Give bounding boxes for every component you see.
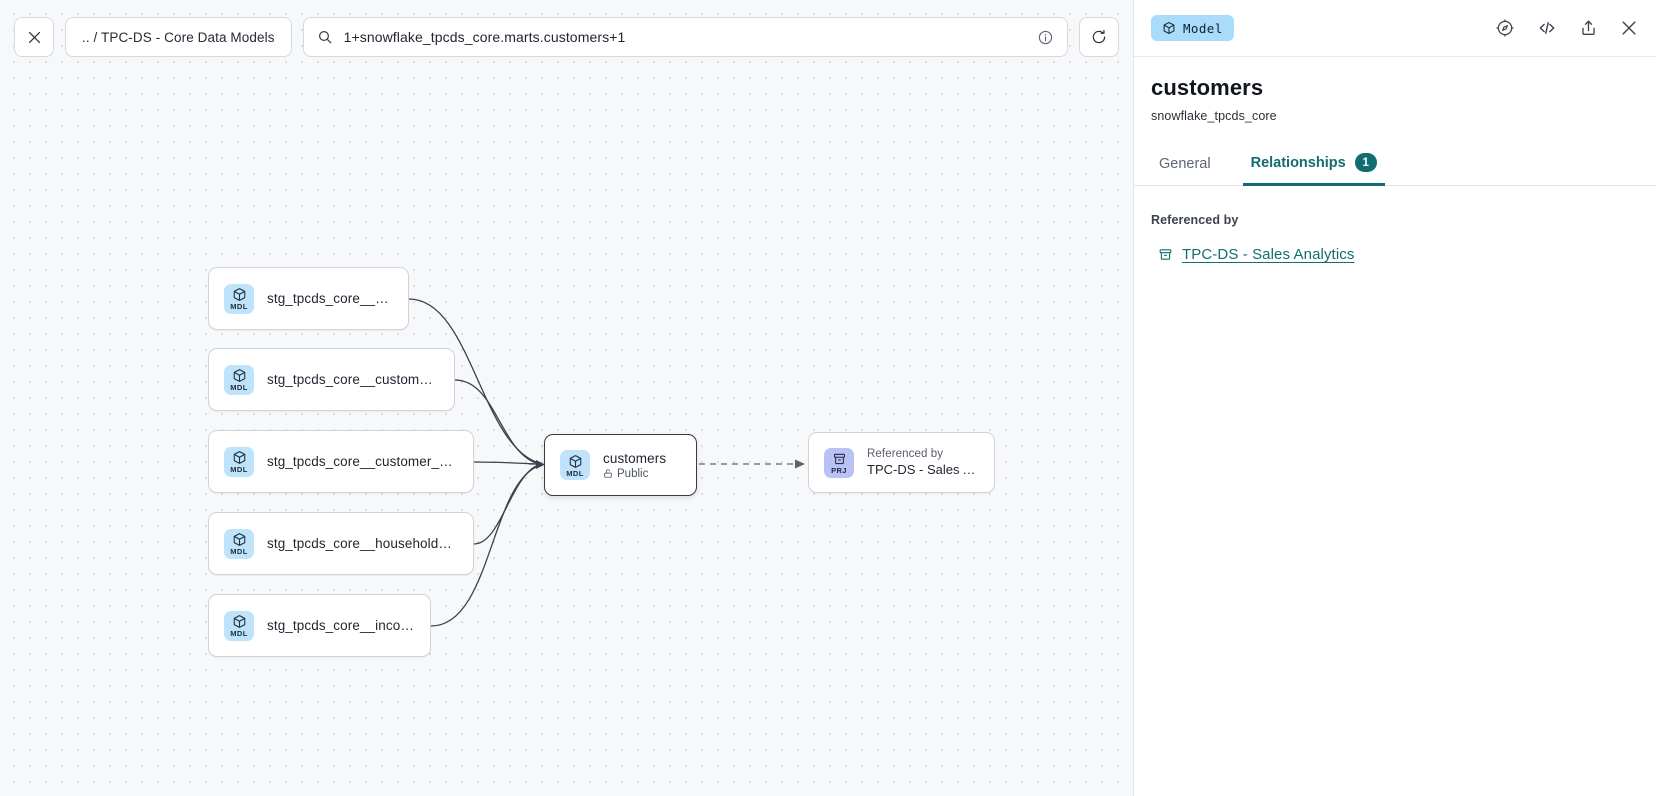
panel-header: customers snowflake_tpcds_core <box>1134 57 1656 123</box>
graph-node-project[interactable]: PRJ Referenced by TPC-DS - Sales Analyti… <box>808 432 995 493</box>
node-main: stg_tpcds_core__customer_demogra… <box>267 454 458 469</box>
tab-count-badge: 1 <box>1354 153 1377 172</box>
panel-tabs: General Relationships 1 <box>1134 153 1656 186</box>
lineage-canvas[interactable]: MDL stg_tpcds_core__customer MDL stg_tpc… <box>0 0 1133 796</box>
graph-node-model[interactable]: MDL stg_tpcds_core__household_demogr… <box>208 512 474 575</box>
badge-text: MDL <box>230 465 248 474</box>
node-main: stg_tpcds_core__customer_address <box>267 372 439 387</box>
graph-node-model[interactable]: MDL stg_tpcds_core__income_band <box>208 594 431 657</box>
node-main: Referenced by TPC-DS - Sales Analytics <box>867 448 979 477</box>
model-cube-icon <box>1163 22 1175 34</box>
canvas-toolbar: .. / TPC-DS - Core Data Models 1+snowfla… <box>0 0 1133 74</box>
model-badge-icon: MDL <box>224 446 254 477</box>
node-title: stg_tpcds_core__customer_demogra… <box>267 454 458 469</box>
info-icon <box>1038 30 1053 44</box>
lineage-search-input[interactable]: 1+snowflake_tpcds_core.marts.customers+1 <box>302 17 1068 57</box>
node-title: TPC-DS - Sales Analytics <box>867 462 979 477</box>
graph-edges <box>408 298 805 627</box>
close-icon[interactable] <box>1619 18 1639 38</box>
node-visibility: Public <box>603 468 666 480</box>
refresh-icon <box>1092 29 1106 44</box>
search-value[interactable]: 1+snowflake_tpcds_core.marts.customers+1 <box>343 29 626 45</box>
graph-node-model[interactable]: MDL stg_tpcds_core__customer <box>208 267 409 330</box>
node-visibility-label: Public <box>617 467 649 480</box>
node-main: customers Public <box>603 451 666 480</box>
breadcrumb[interactable]: .. / TPC-DS - Core Data Models <box>65 17 292 57</box>
refresh-button[interactable] <box>1079 17 1119 57</box>
model-badge-icon: MDL <box>224 610 254 641</box>
tab-label: General <box>1159 156 1211 172</box>
code-icon[interactable] <box>1536 18 1558 38</box>
node-title: stg_tpcds_core__customer_address <box>267 372 439 387</box>
node-pretitle: Referenced by <box>867 448 944 460</box>
badge-text: MDL <box>230 547 248 556</box>
entity-type-chip: Model <box>1151 15 1234 41</box>
section-label-referenced-by: Referenced by <box>1151 213 1239 227</box>
badge-text: MDL <box>230 629 248 638</box>
project-badge-icon: PRJ <box>824 447 854 478</box>
badge-text: MDL <box>566 468 584 478</box>
node-title: stg_tpcds_core__customer <box>267 291 393 306</box>
panel-top-bar: Model <box>1134 0 1656 57</box>
tab-label: Relationships <box>1250 154 1346 171</box>
node-title: customers <box>603 450 667 466</box>
search-icon <box>318 30 331 44</box>
badge-text: MDL <box>230 383 248 392</box>
node-title: stg_tpcds_core__household_demogr… <box>267 536 458 551</box>
page-title: customers <box>1151 75 1264 100</box>
model-badge-icon: MDL <box>224 528 254 559</box>
share-icon[interactable] <box>1579 18 1598 38</box>
reference-link[interactable]: TPC-DS - Sales Analytics <box>1182 246 1355 263</box>
project-icon <box>1159 249 1172 260</box>
graph-node-model[interactable]: MDL stg_tpcds_core__customer_address <box>208 348 455 411</box>
node-main: stg_tpcds_core__household_demogr… <box>267 536 458 551</box>
panel-actions <box>1495 18 1639 38</box>
badge-text: PRJ <box>831 465 847 475</box>
list-item[interactable]: TPC-DS - Sales Analytics <box>1151 246 1639 263</box>
close-lineage-button[interactable] <box>14 17 54 57</box>
graph-node-model[interactable]: MDL stg_tpcds_core__customer_demogra… <box>208 430 474 493</box>
badge-text: MDL <box>230 302 248 311</box>
node-main: stg_tpcds_core__customer <box>267 291 393 306</box>
close-icon <box>28 31 40 43</box>
relationships-body: Referenced by TPC-DS - Sales Analytics <box>1134 186 1656 263</box>
graph-node-selected-customers[interactable]: MDL customers Public <box>544 434 697 496</box>
page-subtitle: snowflake_tpcds_core <box>1151 109 1277 123</box>
node-main: stg_tpcds_core__income_band <box>267 618 415 633</box>
model-badge-icon: MDL <box>560 450 590 480</box>
tab-general[interactable]: General <box>1151 156 1219 186</box>
node-title: stg_tpcds_core__income_band <box>267 618 415 633</box>
entity-type-label: Model <box>1183 20 1223 36</box>
details-panel: Model customers snowflake_tpcds_core Gen… <box>1133 0 1656 796</box>
tab-relationships[interactable]: Relationships 1 <box>1242 153 1385 186</box>
model-badge-icon: MDL <box>224 283 254 314</box>
model-badge-icon: MDL <box>224 364 254 395</box>
lock-icon <box>604 469 612 478</box>
explore-icon[interactable] <box>1495 18 1515 38</box>
